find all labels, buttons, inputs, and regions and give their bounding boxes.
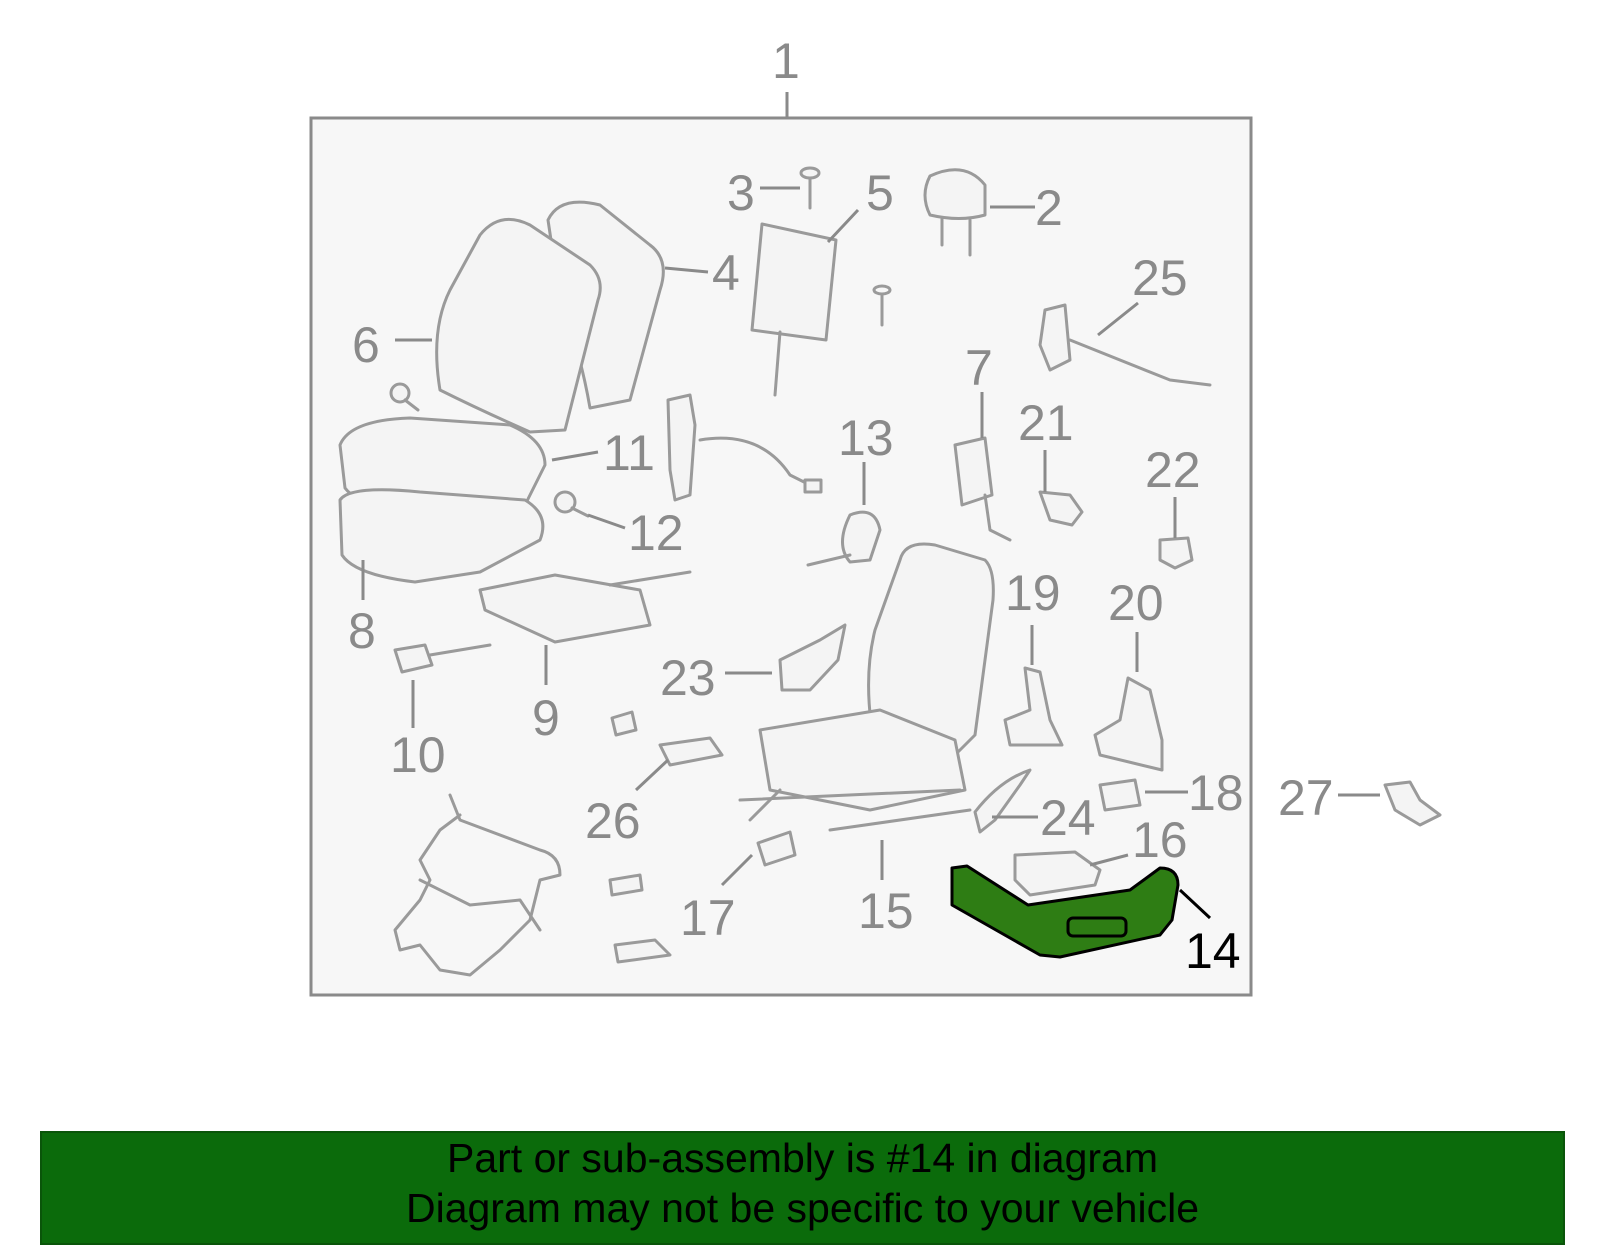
callout-1: 1	[772, 33, 800, 89]
callout-21: 21	[1018, 395, 1074, 451]
callout-10: 10	[390, 727, 446, 783]
callout-7: 7	[965, 340, 993, 396]
part-wire-harness	[393, 793, 562, 977]
part-seatback-cover	[435, 217, 602, 434]
part-seatback-panel	[750, 222, 838, 342]
part-18	[1098, 778, 1142, 812]
callout-24: 24	[1040, 790, 1096, 846]
banner-line-2: Diagram may not be specific to your vehi…	[405, 1185, 1199, 1231]
part-connector-b	[613, 938, 672, 964]
callout-26: 26	[585, 793, 641, 849]
leader-5	[826, 208, 860, 244]
callout-5: 5	[866, 165, 894, 221]
part-heater-mat	[478, 573, 652, 644]
leader-17	[720, 853, 754, 887]
part-25	[1038, 303, 1212, 387]
part-24	[973, 768, 1032, 834]
callout-22: 22	[1145, 442, 1201, 498]
part-14-switch	[1066, 916, 1128, 938]
callout-19: 19	[1005, 565, 1061, 621]
callout-20: 20	[1108, 575, 1164, 631]
part-26	[610, 710, 724, 767]
callout-17: 17	[680, 890, 736, 946]
part-belt-buckle	[666, 393, 823, 502]
callout-11: 11	[603, 425, 655, 481]
callout-6: 6	[352, 317, 380, 373]
leader-25	[1097, 301, 1139, 337]
part-19	[1003, 666, 1064, 747]
callout-18: 18	[1188, 765, 1244, 821]
leader-16	[1089, 853, 1129, 867]
callout-8: 8	[348, 603, 376, 659]
callout-16: 16	[1132, 812, 1188, 868]
part-16	[1013, 850, 1102, 897]
info-banner: Part or sub-assembly is #14 in diagram D…	[40, 1131, 1565, 1245]
callout-13: 13	[838, 410, 894, 466]
part-bolt-12	[553, 490, 590, 518]
callout-2: 2	[1035, 180, 1063, 236]
callout-27: 27	[1278, 770, 1334, 826]
leader-11	[551, 450, 599, 462]
part-14-seat-shield-highlighted[interactable]	[950, 864, 1180, 959]
part-headrest	[923, 168, 987, 257]
part-17	[756, 830, 797, 867]
leader-14	[1178, 888, 1212, 920]
part-sensor	[393, 643, 492, 674]
leader-4	[664, 266, 709, 274]
callout-25: 25	[1132, 250, 1188, 306]
callout-9: 9	[532, 690, 560, 746]
callout-15: 15	[858, 883, 914, 939]
part-motor	[806, 510, 882, 567]
part-side-airbag	[953, 436, 1012, 542]
leader-12	[587, 513, 626, 530]
part-20	[1093, 676, 1164, 772]
part-21	[1038, 490, 1084, 527]
callout-12: 12	[628, 505, 684, 561]
callout-4: 4	[712, 245, 740, 301]
callout-14: 14	[1185, 923, 1241, 979]
part-22	[1158, 536, 1194, 570]
part-connector-a	[608, 873, 644, 897]
part-27	[1383, 780, 1442, 827]
part-seat-frame	[738, 542, 995, 832]
part-clip	[872, 284, 892, 327]
part-23	[778, 623, 847, 692]
part-bolt	[389, 382, 420, 412]
banner-line-1: Part or sub-assembly is #14 in diagram	[447, 1135, 1158, 1181]
callout-23: 23	[660, 650, 716, 706]
callout-3: 3	[727, 165, 755, 221]
leader-26	[634, 758, 670, 792]
part-screw	[799, 166, 821, 210]
